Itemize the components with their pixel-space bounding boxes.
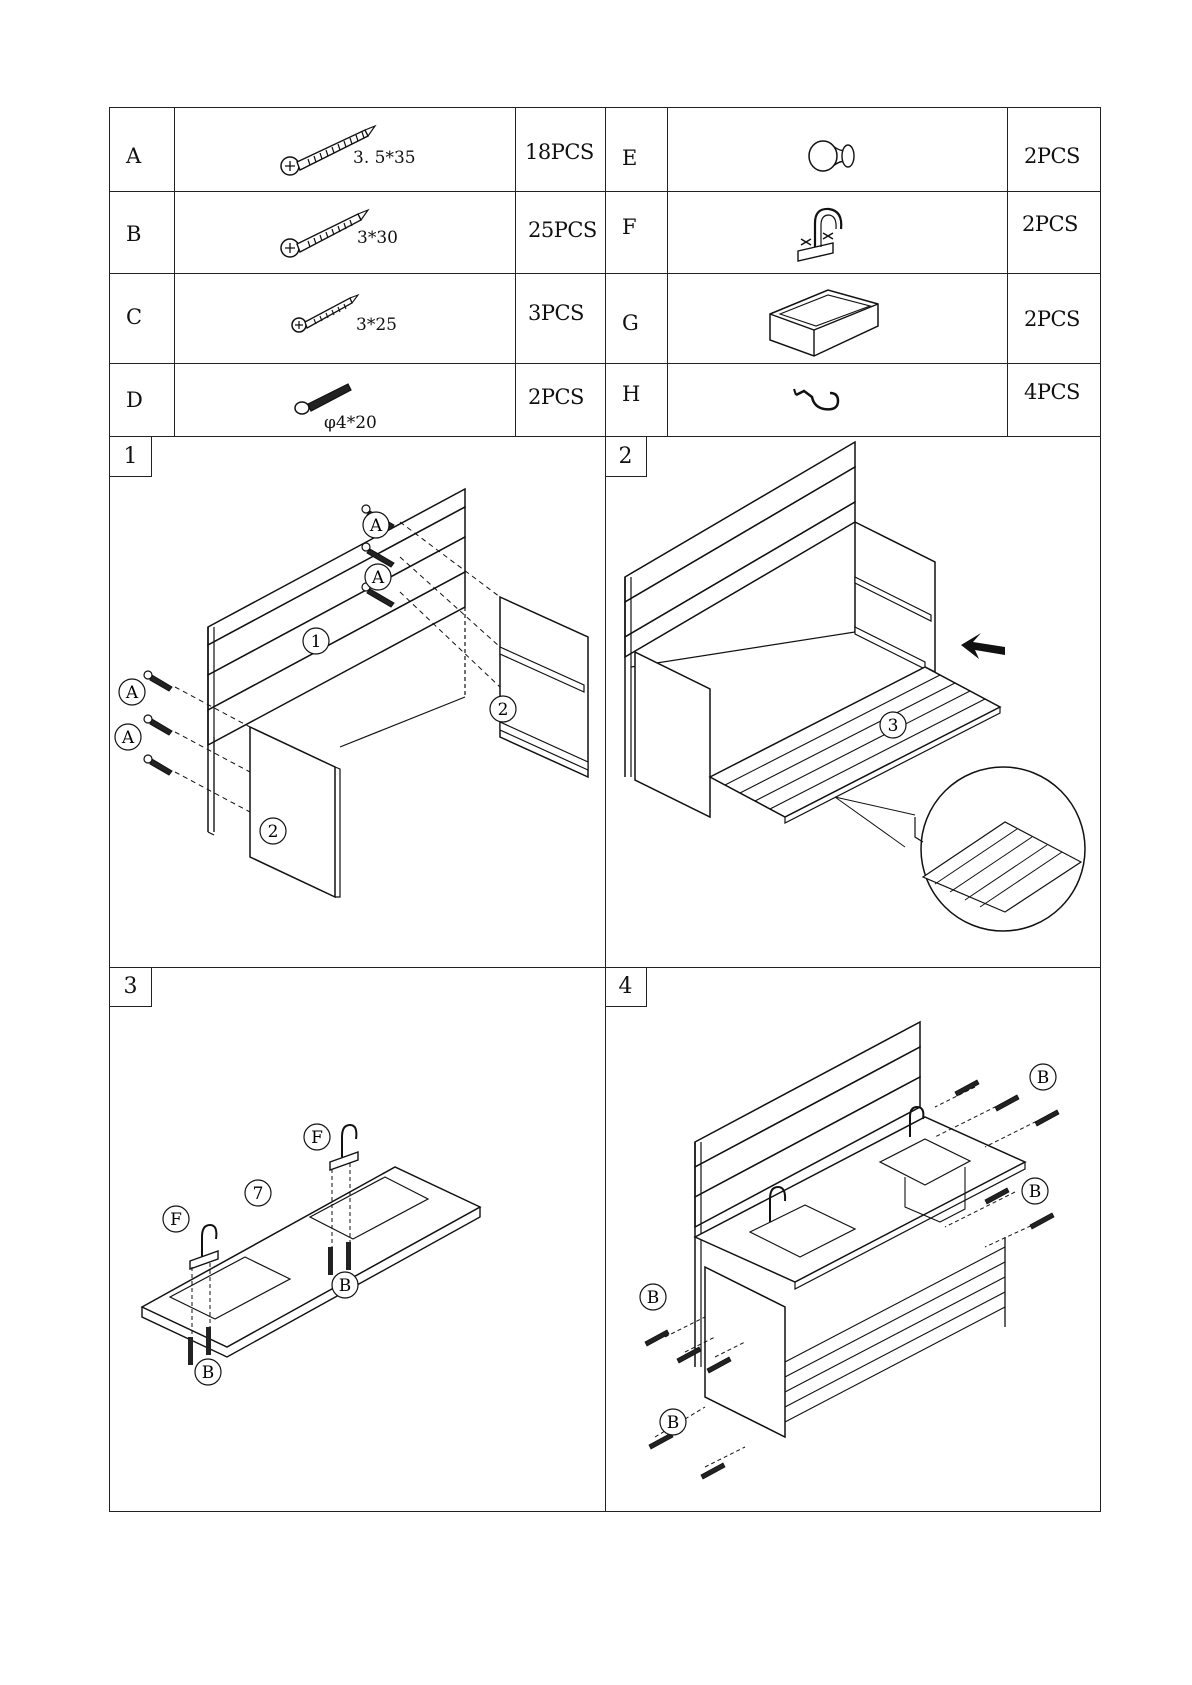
callout-screw-b: B — [1037, 1068, 1050, 1088]
callout-screw-b: B — [1029, 1182, 1042, 1202]
part-qty-f: 2PCS — [1022, 212, 1078, 236]
callout-screw-b: B — [339, 1276, 352, 1296]
assembly-steps: 1 — [109, 437, 1101, 1512]
faucet-icon — [793, 203, 863, 268]
part-letter-g: G — [622, 311, 639, 335]
step-4-panel: 4 — [605, 967, 1102, 1512]
part-size-d: φ4*20 — [324, 413, 377, 433]
part-letter-c: C — [126, 305, 142, 329]
callout-side-board: 2 — [498, 700, 509, 720]
hook-icon — [790, 383, 850, 423]
parts-table: A 3. 5*35 18PCS B 3*30 25PCS C — [109, 107, 1101, 437]
part-qty-d: 2PCS — [528, 385, 584, 409]
part-size-a: 3. 5*35 — [353, 148, 416, 168]
callout-screw-a: A — [125, 683, 139, 703]
part-qty-g: 2PCS — [1024, 307, 1080, 331]
part-letter-a: A — [126, 144, 141, 168]
part-letter-f: F — [622, 215, 637, 239]
step-1-illustration: A A A A 1 2 2 — [110, 437, 605, 967]
callout-faucet-f: F — [311, 1128, 323, 1148]
knob-icon — [805, 130, 865, 178]
callout-back-board: 1 — [311, 632, 322, 652]
callout-faucet-f: F — [170, 1210, 182, 1230]
part-size-b: 3*30 — [357, 228, 398, 248]
part-qty-h: 4PCS — [1024, 380, 1080, 404]
part-letter-b: B — [126, 222, 141, 246]
step-3-illustration: F F 7 B B — [110, 967, 605, 1512]
part-qty-a: 18PCS — [525, 140, 594, 164]
callout-screw-a: A — [369, 516, 383, 536]
callout-screw-b: B — [667, 1413, 680, 1433]
callout-screw-b: B — [647, 1288, 660, 1308]
callout-screw-a: A — [371, 568, 385, 588]
callout-screw-a: A — [121, 728, 135, 748]
part-letter-e: E — [622, 146, 637, 170]
callout-screw-b: B — [202, 1363, 215, 1383]
part-qty-c: 3PCS — [528, 301, 584, 325]
callout-countertop: 7 — [253, 1184, 264, 1204]
part-letter-d: D — [126, 388, 143, 412]
step-4-illustration: B B B B — [605, 967, 1102, 1512]
step-2-illustration: 3 — [605, 437, 1102, 967]
step-2-panel: 2 — [605, 437, 1102, 967]
part-qty-b: 25PCS — [528, 218, 597, 242]
sink-basin-icon — [766, 276, 886, 362]
part-size-c: 3*25 — [356, 315, 397, 335]
bolt-icon — [293, 378, 363, 418]
step-3-panel: 3 — [110, 967, 605, 1512]
callout-shelf: 3 — [888, 716, 899, 736]
part-qty-e: 2PCS — [1024, 144, 1080, 168]
part-letter-h: H — [622, 382, 640, 406]
callout-side-board: 2 — [268, 822, 279, 842]
step-1-panel: 1 — [110, 437, 605, 967]
